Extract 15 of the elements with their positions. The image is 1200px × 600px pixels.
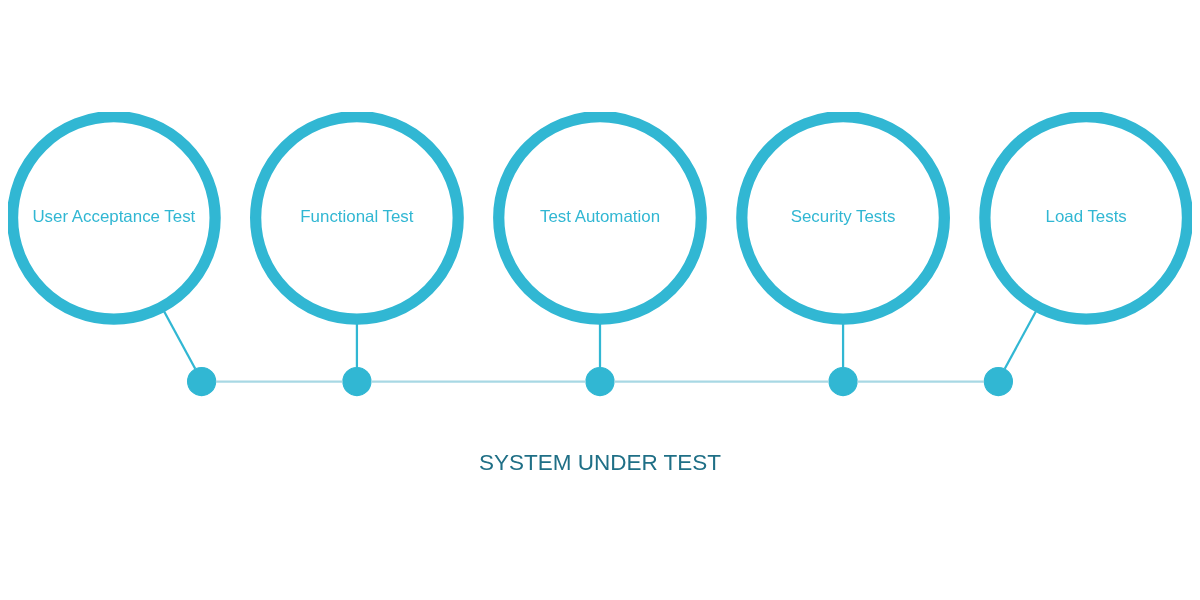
connector [614, 379, 829, 383]
node-circle: Security Tests [736, 111, 950, 325]
node-circle [187, 366, 217, 396]
node-circle [585, 366, 615, 396]
node-circle [342, 366, 372, 396]
node-circle [983, 366, 1013, 396]
node-circle: Load Tests [979, 111, 1192, 325]
node-circle [828, 366, 858, 396]
node-circle: Functional Test [250, 111, 464, 325]
label: SYSTEM UNDER TEST [478, 449, 722, 475]
node-circle: Test Automation [493, 111, 707, 325]
connector [857, 379, 985, 383]
connector [215, 379, 343, 383]
node-circle: User Acceptance Test [8, 111, 221, 325]
connector [371, 379, 586, 383]
